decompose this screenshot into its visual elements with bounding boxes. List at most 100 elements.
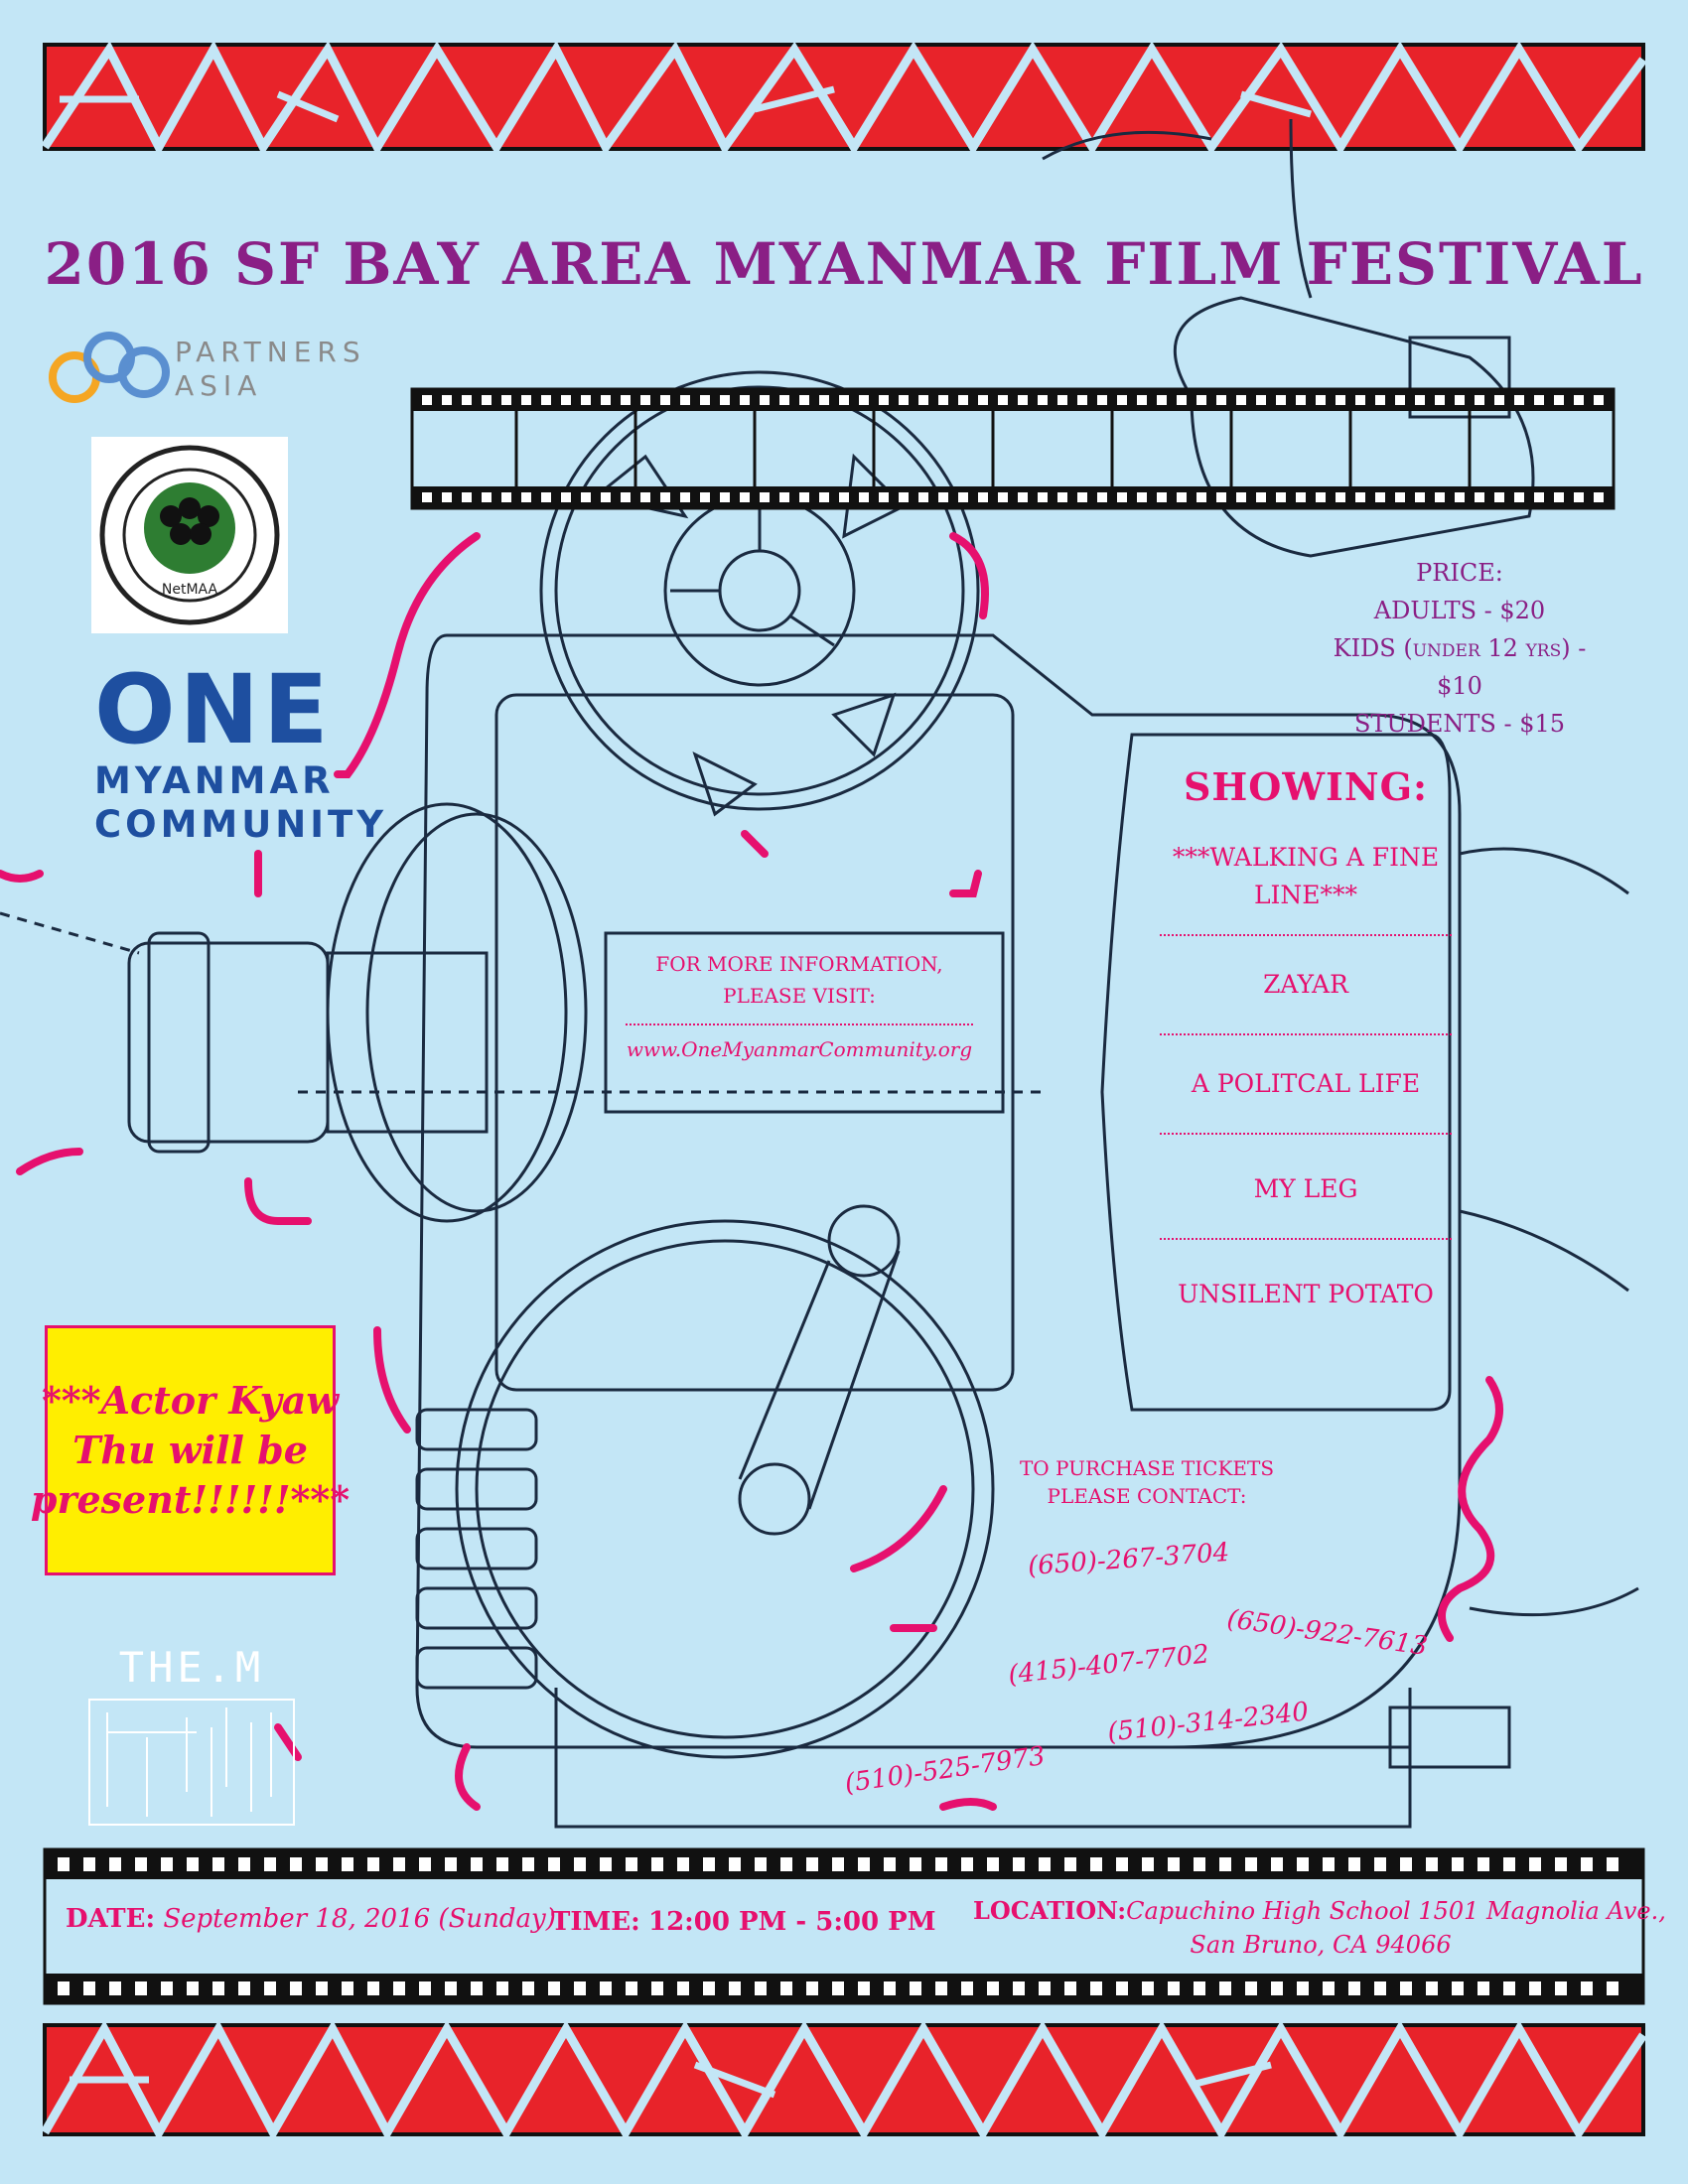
sprocket-hole [316,1857,328,1871]
sprocket-hole [1013,1981,1025,1995]
sprocket-hole [884,1857,896,1871]
sprocket-hole [961,1857,973,1871]
location-label: LOCATION: [973,1896,1127,1925]
the-m-barcode-icon [88,1699,295,1826]
sprocket-hole [419,1981,431,1995]
price-students: STUDENTS - $15 [1353,710,1566,738]
partners-asia-icon [49,332,170,403]
sprocket-hole [987,1981,999,1995]
sprocket-hole [58,1981,70,1995]
sprocket-hole [290,1857,302,1871]
sprocket-hole [419,1857,431,1871]
showing-list: SHOWING: ***WALKING A FINE LINE*** ZAYAR… [1142,764,1470,1313]
divider [626,1024,973,1025]
sprocket-hole [367,1857,379,1871]
sprocket-hole [1400,1981,1412,1995]
sprocket-hole [987,1857,999,1871]
partners-asia-text: PARTNERS ASIA [175,336,366,403]
tickets-heading-line1: TO PURCHASE TICKETS [1019,1456,1275,1480]
one-word: ONE [94,654,333,765]
sprocket-hole [1607,1981,1618,1995]
sprocket-hole [1168,1857,1180,1871]
sprocket-hole [445,1857,457,1871]
sprocket-hole [393,1981,405,1995]
sprocket-hole [1297,1857,1309,1871]
top-zigzag-band [41,40,1647,157]
sprocket-hole [651,1981,663,1995]
sprocket-hole [1245,1857,1257,1871]
sprocket-hole [109,1981,121,1995]
sprocket-hole [1090,1857,1102,1871]
sprocket-hole [935,1981,947,1995]
sprocket-hole [1323,1857,1335,1871]
top-film-strip [410,387,1616,510]
sprocket-hole [342,1857,353,1871]
sprocket-hole [1581,1857,1593,1871]
sprocket-hole [1607,1857,1618,1871]
sprocket-hole [858,1857,870,1871]
time-value: 12:00 PM - 5:00 PM [647,1907,936,1937]
sprocket-hole [1194,1981,1205,1995]
sprocket-hole [264,1981,276,1995]
time-label: TIME: [551,1907,640,1937]
film-item: ZAYAR [1263,970,1348,999]
netmaa-label: NetMAA [161,582,218,598]
sprocket-hole [1477,1981,1489,1995]
sprocket-hole [884,1981,896,1995]
sprocket-hole [1581,1981,1593,1995]
page-title: 2016 SF BAY AREA MYANMAR FILM FESTIVAL [44,230,1644,298]
film-item: MY LEG [1253,1174,1358,1203]
price-kids: KIDS (under 12 yrs) - $10 [1333,634,1587,700]
location-line1: Capuchino High School 1501 Magnolia Ave.… [1126,1897,1666,1925]
sprocket-hole [1116,1857,1128,1871]
sprocket-hole [316,1981,328,1995]
sprocket-hole [342,1981,353,1995]
sprocket-hole [626,1981,637,1995]
sprocket-hole [1555,1981,1567,1995]
sprocket-hole [574,1981,586,1995]
sprocket-hole [600,1857,612,1871]
sprocket-hole [471,1981,483,1995]
sprocket-hole [1555,1857,1567,1871]
info-url-link[interactable]: www.OneMyanmarCommunity.org [626,1037,973,1061]
sprocket-hole [1374,1857,1386,1871]
sprocket-hole [961,1981,973,1995]
the-m-text: THE.M [118,1643,265,1692]
info-heading-line2: PLEASE VISIT: [723,984,876,1008]
sprocket-hole [1194,1857,1205,1871]
sprocket-hole [238,1981,250,1995]
sprocket-hole [858,1981,870,1995]
price-adults: ADULTS - $20 [1373,597,1546,624]
sprocket-hole [755,1857,767,1871]
sprocket-hole [1219,1857,1231,1871]
sprocket-hole [161,1857,173,1871]
sprocket-hole [1348,1857,1360,1871]
sprocket-hole [212,1857,224,1871]
sprocket-hole [1142,1857,1154,1871]
sprocket-hole [1477,1857,1489,1871]
sprocket-hole [367,1981,379,1995]
actor-note-text: ***Actor Kyaw Thu will be present!!!!!!*… [30,1378,351,1522]
sprocket-hole [1116,1981,1128,1995]
sprocket-hole [574,1857,586,1871]
the-m-logo: THE.M [87,1643,296,1827]
sprocket-hole [755,1981,767,1995]
pink-squiggles [0,532,1503,1811]
sprocket-hole [393,1857,405,1871]
sprocket-hole [1426,1857,1438,1871]
sprocket-hole [910,1857,921,1871]
sprocket-hole [1245,1981,1257,1995]
sprocket-hole [135,1981,147,1995]
sprocket-hole [1142,1981,1154,1995]
sprocket-hole [1168,1981,1180,1995]
sprocket-hole [780,1857,792,1871]
price-block: PRICE: ADULTS - $20 KIDS (under 12 yrs) … [1311,554,1609,743]
sprocket-hole [135,1857,147,1871]
sprocket-hole [832,1981,844,1995]
sprocket-hole [1064,1857,1076,1871]
sprocket-hole [1219,1981,1231,1995]
divider [1160,1238,1452,1240]
sprocket-hole [729,1981,741,1995]
date-value: September 18, 2016 (Sunday) [163,1904,556,1934]
